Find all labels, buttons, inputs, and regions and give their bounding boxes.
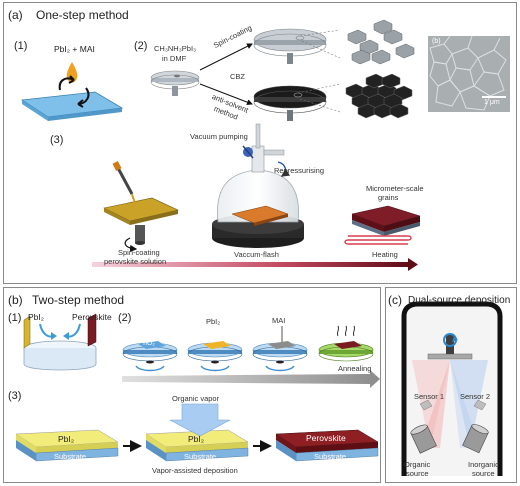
zoom-lines [297, 29, 341, 113]
panel-dual-source [385, 287, 517, 483]
spin-arrow [199, 43, 253, 71]
deposition-chamber [401, 301, 503, 476]
dip-right-label: Perovskite [72, 312, 112, 322]
sem-letter: (b) [432, 38, 441, 45]
precursor-disc [150, 70, 200, 96]
vacuum-flash-chamber [212, 123, 304, 248]
panel-one-step [3, 2, 517, 284]
panel-c-letter: (c) [388, 293, 402, 307]
panel-a-letter: (a) [8, 8, 23, 22]
panel-a-title: One-step method [36, 8, 129, 22]
step-a2-number: (2) [134, 40, 148, 52]
spin-coating-station [103, 161, 179, 253]
step-a1-number: (1) [14, 40, 28, 52]
step-b3-number: (3) [8, 390, 22, 402]
sem-image [428, 35, 510, 112]
vapor-assisted-caption: Vapor-assisted deposition [152, 466, 238, 475]
disc-mai-label: MAI [272, 316, 286, 325]
step-b2-number: (2) [118, 312, 132, 324]
disc-annealing [318, 325, 374, 362]
precursor-formula: CH₃NH₃PbI₃ [154, 44, 197, 53]
layer-left-label: PbI₂ [58, 434, 75, 444]
dense-crystals [345, 73, 413, 119]
vacuum-flash-caption: Vaccum-flash [234, 250, 279, 259]
substrate-middle-label: Substrate [184, 452, 217, 461]
drop-on-substrate-illustration [20, 62, 124, 121]
scattered-crystals [347, 19, 415, 65]
spin-coating-caption-2: perovskite solution [104, 257, 167, 266]
dip-left-label: PbI₂ [28, 312, 45, 322]
heating-stack [344, 205, 421, 245]
layer-middle-label: PbI₂ [188, 434, 205, 444]
disc-mai [252, 326, 308, 372]
stack-pbi2-middle [145, 429, 249, 462]
step-b1-number: (1) [8, 312, 22, 324]
stack-pbi2-left [15, 429, 119, 462]
vacuum-pumping-label: Vacuum pumping [190, 132, 248, 141]
panel-b-title: Two-step method [32, 293, 125, 307]
sensor-1-label: Sensor 1 [414, 392, 445, 401]
panel-c-title: Dual-source deposition [408, 295, 511, 306]
organic-vapor-label: Organic vapor [172, 394, 220, 403]
stack-perovskite-right [275, 429, 379, 462]
step-a3-number: (3) [50, 134, 64, 146]
organic-vapor-arrow [169, 403, 231, 437]
layer-right-label: Perovskite [306, 433, 346, 443]
panel-two-step [3, 287, 381, 483]
antisolvent-name: CBZ [230, 72, 245, 81]
sem-scale-bar: 1 μm [484, 99, 500, 106]
disc-tio2-label: TiO₂ [142, 340, 155, 347]
grains-label-1: Micrometer-scale [366, 184, 424, 193]
panel-b-letter: (b) [8, 293, 23, 307]
inorganic-source-label-1: Inorganic [468, 460, 499, 469]
process-gradient-bar [92, 262, 410, 267]
spin-coated-disc [253, 28, 327, 64]
step-a1-reagent: PbI₂ + MAI [54, 44, 95, 54]
precursor-solvent: in DMF [162, 54, 187, 63]
organic-source-label-1: Organic [404, 460, 431, 469]
heating-caption: Heating [372, 250, 398, 259]
annealing-label: Annealing [338, 364, 372, 373]
disc-tio2 [122, 341, 178, 372]
sensor-2-label: Sensor 2 [460, 392, 491, 401]
antisolvent-disc [253, 85, 327, 121]
inorganic-source-label-2: source [472, 469, 495, 478]
sequence-arrow [122, 370, 380, 388]
process-gradient-arrowhead [408, 258, 418, 271]
disc-pbi2-label: PbI₂ [206, 317, 221, 326]
disc-pbi2 [187, 341, 243, 372]
antisolvent-arrow [199, 83, 253, 106]
substrate-right-label: Substrate [314, 452, 347, 461]
grains-label-2: grains [378, 193, 399, 202]
repressurising-label: Repressurising [274, 166, 325, 175]
organic-source-label-2: source [406, 469, 429, 478]
spin-coating-caption-1: Spin-coating [118, 248, 160, 257]
dip-illustration [23, 313, 97, 371]
substrate-left-label: Substrate [54, 452, 87, 461]
